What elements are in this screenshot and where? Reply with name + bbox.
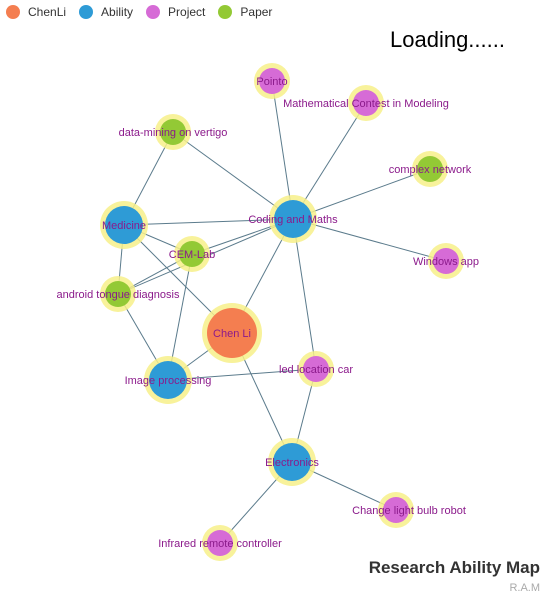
- node-label: Pointo: [256, 76, 287, 88]
- edge-coding-complex: [292, 168, 431, 220]
- node-label: data-mining on vertigo: [119, 127, 228, 139]
- node-mcm[interactable]: Mathematical Contest in Modeling: [283, 85, 449, 121]
- node-medicine[interactable]: Medicine: [100, 201, 148, 249]
- node-tongue[interactable]: android tongue diagnosis: [57, 276, 180, 312]
- node-datamining[interactable]: data-mining on vertigo: [119, 114, 228, 150]
- legend-label: Ability: [101, 5, 134, 19]
- node-circle[interactable]: [274, 200, 312, 238]
- edge-coding-ledcar: [292, 218, 317, 370]
- node-windows[interactable]: Windows app: [413, 243, 479, 279]
- node-label: Change light bulb robot: [352, 505, 466, 517]
- node-circle[interactable]: [160, 119, 186, 145]
- node-circle[interactable]: [105, 206, 143, 244]
- node-label: CEM-Lab: [169, 249, 215, 261]
- node-imageproc[interactable]: Image processing: [125, 356, 212, 404]
- node-label: led location car: [279, 364, 353, 376]
- legend-item-paper[interactable]: Paper: [218, 5, 272, 19]
- legend: ChenLi Ability Project Paper: [6, 3, 285, 21]
- map-subtitle: R.A.M: [509, 582, 540, 594]
- node-circle[interactable]: [417, 156, 443, 182]
- legend-item-chenli[interactable]: ChenLi: [6, 5, 66, 19]
- node-label: Electronics: [265, 457, 319, 469]
- edge-coding-datamining: [172, 131, 294, 220]
- legend-item-project[interactable]: Project: [146, 5, 205, 19]
- node-cemlab[interactable]: CEM-Lab: [169, 236, 215, 272]
- node-label: Chen Li: [213, 328, 251, 340]
- loading-status: Loading......: [390, 27, 505, 52]
- edge-coding-medicine: [123, 218, 294, 226]
- node-circle[interactable]: [149, 361, 187, 399]
- node-circle[interactable]: [303, 356, 329, 382]
- node-circle[interactable]: [273, 443, 311, 481]
- node-circle[interactable]: [207, 530, 233, 556]
- node-complex[interactable]: complex network: [389, 151, 472, 187]
- node-label: complex network: [389, 164, 472, 176]
- node-circle[interactable]: [353, 90, 379, 116]
- node-label: Windows app: [413, 256, 479, 268]
- node-bulb[interactable]: Change light bulb robot: [352, 492, 466, 528]
- legend-dot-icon: [79, 5, 94, 19]
- node-label: Coding and Maths: [248, 214, 338, 226]
- node-circle[interactable]: [207, 308, 257, 358]
- node-ledcar[interactable]: led location car: [279, 351, 353, 387]
- map-title: Research Ability Map: [368, 558, 540, 577]
- node-label: android tongue diagnosis: [57, 289, 180, 301]
- legend-label: ChenLi: [28, 5, 67, 19]
- node-chenli[interactable]: Chen Li: [202, 303, 262, 363]
- node-pointo[interactable]: Pointo: [254, 63, 290, 99]
- legend-dot-icon: [6, 5, 20, 19]
- edge-coding-windows: [292, 218, 447, 262]
- node-label: Infrared remote controller: [158, 538, 282, 550]
- node-circle[interactable]: [259, 68, 285, 94]
- legend-dot-icon: [218, 5, 233, 19]
- legend-dot-icon: [146, 5, 161, 19]
- node-label: Medicine: [102, 220, 146, 232]
- node-coding[interactable]: Coding and Maths: [248, 195, 338, 243]
- node-circle[interactable]: [105, 281, 131, 307]
- edge-imageproc-ledcar: [167, 368, 317, 381]
- node-circle[interactable]: [179, 241, 205, 267]
- node-infrared[interactable]: Infrared remote controller: [158, 525, 282, 561]
- node-electronics[interactable]: Electronics: [265, 438, 319, 486]
- node-circle[interactable]: [433, 248, 459, 274]
- legend-label: Paper: [240, 5, 273, 19]
- legend-item-ability[interactable]: Ability: [79, 5, 133, 19]
- node-label: Image processing: [125, 375, 212, 387]
- legend-label: Project: [168, 5, 206, 19]
- node-label: Mathematical Contest in Modeling: [283, 98, 449, 110]
- node-circle[interactable]: [383, 497, 409, 523]
